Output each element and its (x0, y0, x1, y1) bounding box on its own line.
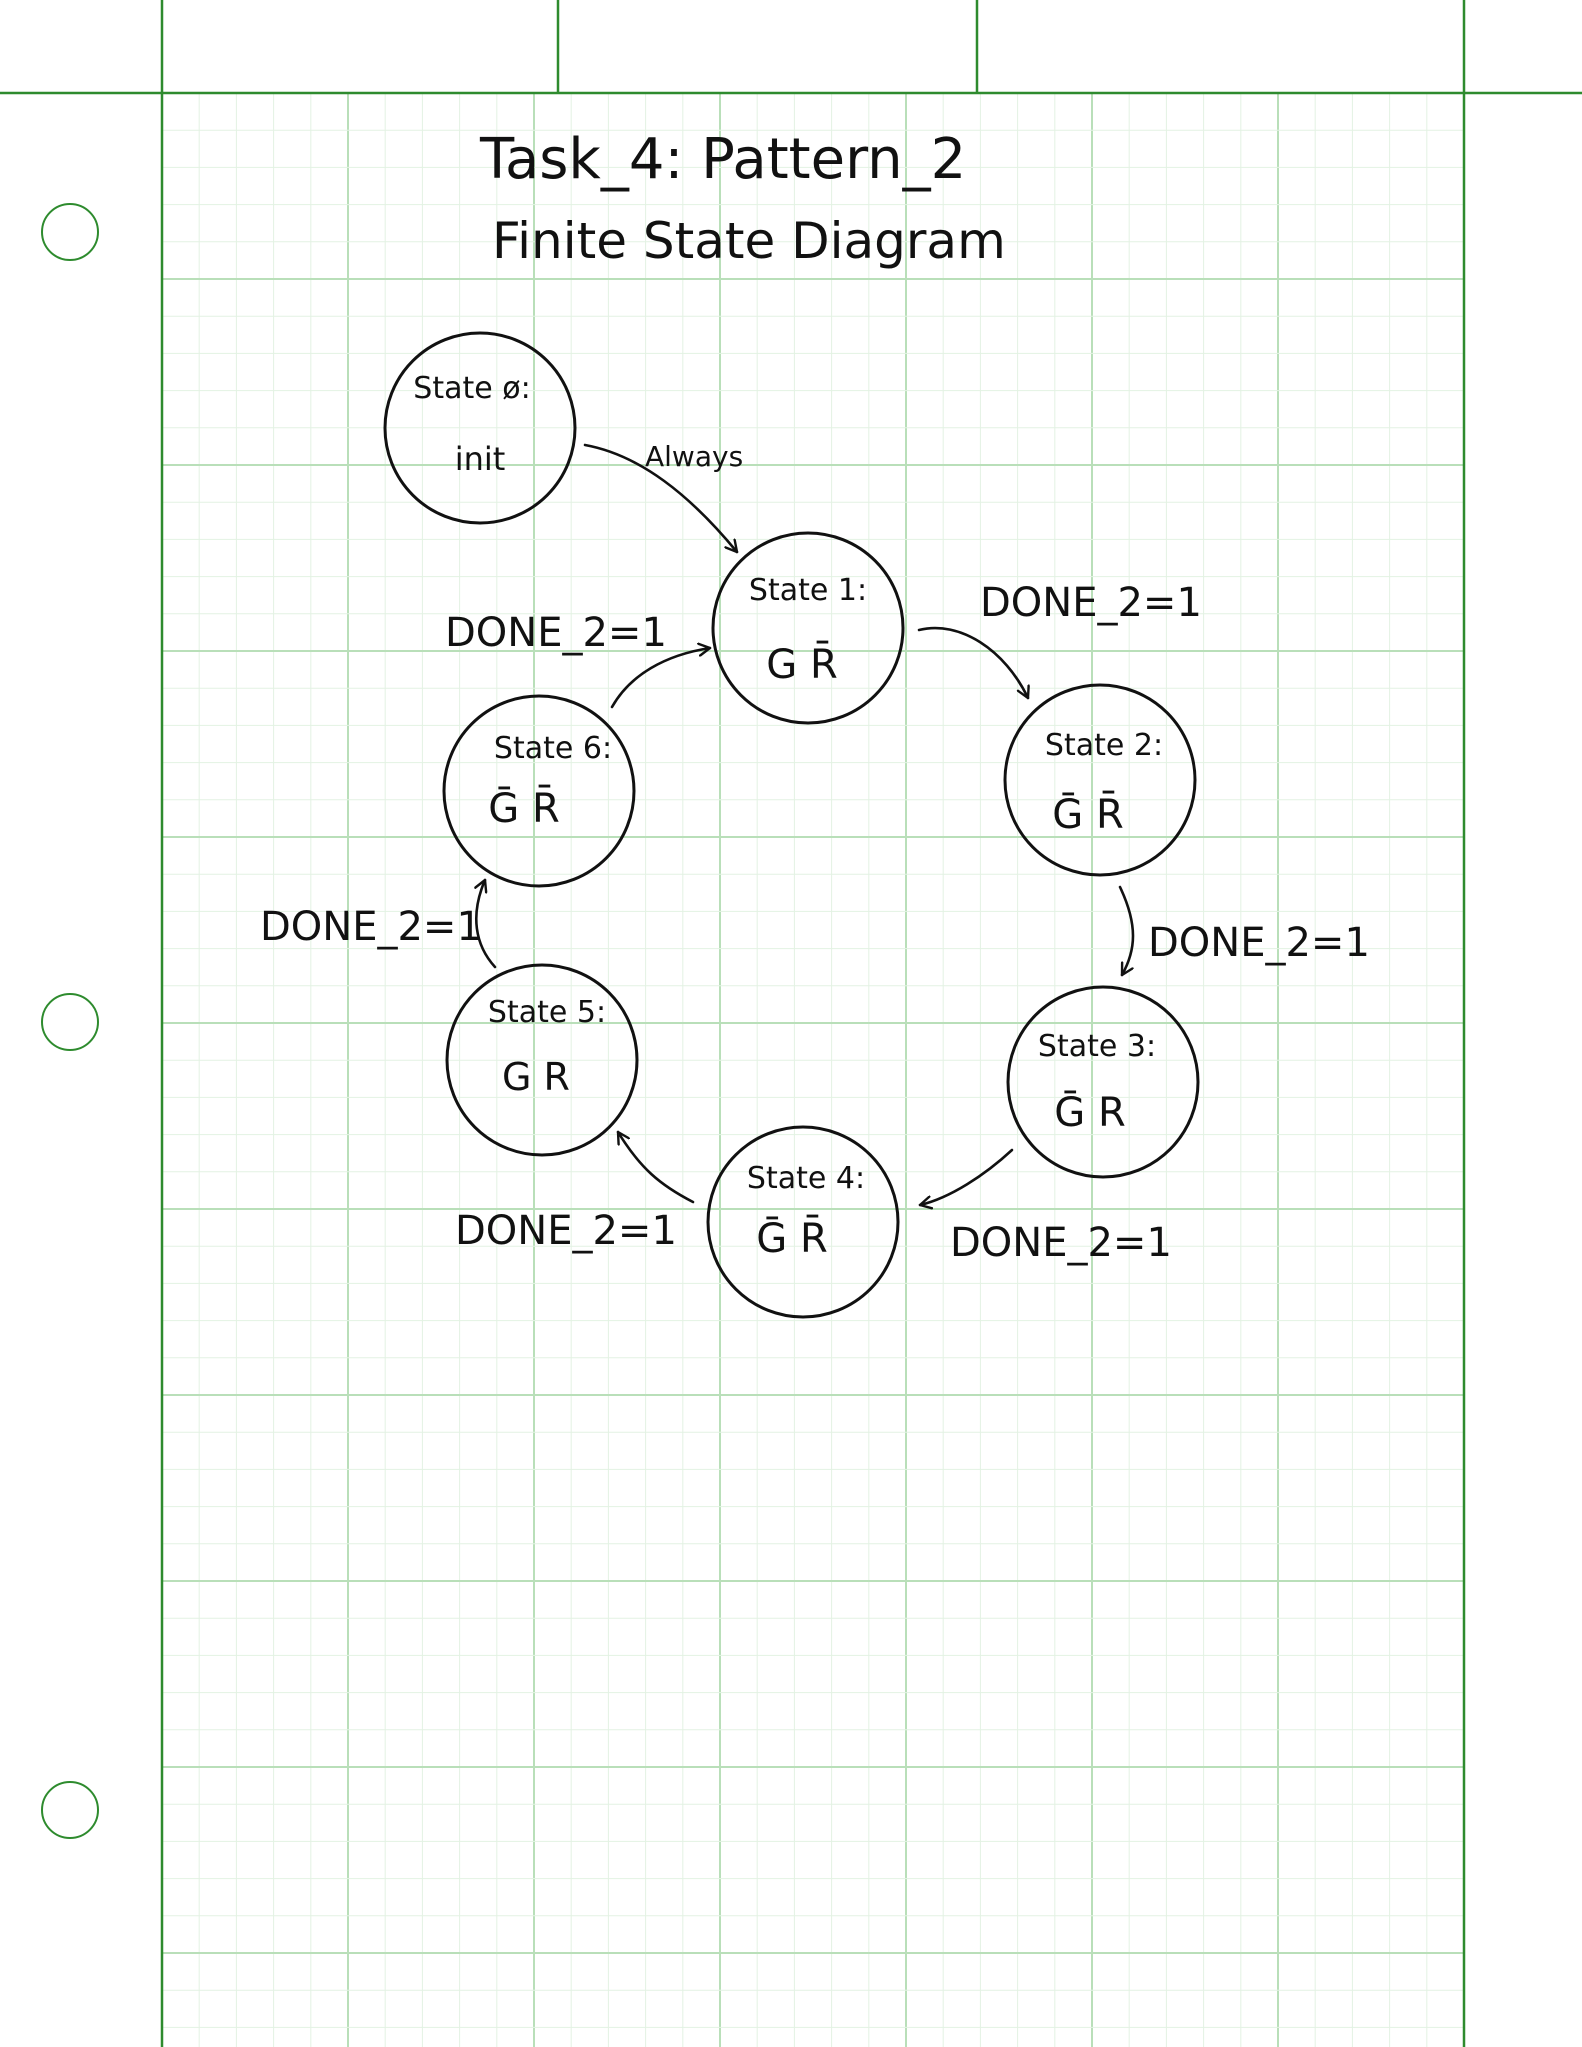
state-node-1: State 1: G R̄ (711, 531, 905, 725)
state-3-value: Ḡ R (1054, 1090, 1126, 1136)
state-1-name: State 1: (749, 573, 867, 608)
transition-arrow-s5-s6 (476, 878, 497, 969)
state-node-3: State 3: Ḡ R (1006, 985, 1200, 1179)
binder-hole-top (41, 203, 99, 261)
transition-labels: Always DONE_2=1 DONE_2=1 DONE_2=1 DONE_2… (260, 440, 1370, 1266)
state-1-circle (711, 531, 905, 725)
state-node-5: State 5: G R (445, 963, 639, 1157)
transition-label-s3-s4: DONE_2=1 (950, 1220, 1172, 1266)
title-line-1: Task_4: Pattern_2 (479, 127, 966, 192)
state-2-value: Ḡ R̄ (1052, 790, 1124, 838)
state-5-circle (445, 963, 639, 1157)
state-1-value: G R̄ (766, 640, 838, 688)
state-6-value: Ḡ R̄ (488, 784, 560, 832)
state-node-6: State 6: Ḡ R̄ (442, 694, 636, 888)
state-node-2: State 2: Ḡ R̄ (1003, 683, 1197, 877)
state-4-name: State 4: (747, 1161, 865, 1196)
state-2-circle (1003, 683, 1197, 877)
state-0-circle (383, 331, 577, 525)
state-5-name: State 5: (488, 995, 606, 1030)
transition-label-s5-s6: DONE_2=1 (260, 904, 482, 950)
state-3-name: State 3: (1038, 1029, 1156, 1064)
state-3-circle (1006, 985, 1200, 1179)
binder-hole-middle (41, 993, 99, 1051)
state-4-circle (706, 1125, 900, 1319)
transition-label-s6-s1: DONE_2=1 (445, 610, 667, 656)
transition-arrow-s0-s1 (583, 443, 739, 554)
transition-arrow-s1-s2 (917, 626, 1028, 700)
state-nodes: State ø: init State 1: G R̄ State 2: Ḡ … (383, 331, 1200, 1319)
binder-holes (41, 203, 99, 1839)
transition-arrow-s4-s5 (616, 1130, 695, 1204)
page-title: Task_4: Pattern_2 Finite State Diagram (479, 127, 1006, 270)
transition-label-s1-s2: DONE_2=1 (980, 580, 1202, 626)
state-2-name: State 2: (1045, 728, 1163, 763)
transition-label-s4-s5: DONE_2=1 (455, 1208, 677, 1254)
state-4-value: Ḡ R̄ (756, 1214, 828, 1262)
transition-arrow-s2-s3 (1118, 885, 1135, 977)
title-line-2: Finite State Diagram (492, 212, 1006, 270)
state-0-name: State ø: (413, 371, 530, 406)
transition-arrow-s6-s1 (610, 648, 712, 709)
transition-label-s0-s1: Always (645, 440, 743, 473)
transition-label-s2-s3: DONE_2=1 (1148, 920, 1370, 966)
state-5-value: G R (502, 1055, 570, 1099)
state-0-value: init (455, 440, 506, 478)
binder-hole-bottom (41, 1781, 99, 1839)
state-6-name: State 6: (494, 731, 612, 766)
state-6-circle (442, 694, 636, 888)
state-node-0: State ø: init (383, 331, 577, 525)
transition-arrows (476, 443, 1135, 1205)
state-node-4: State 4: Ḡ R̄ (706, 1125, 900, 1319)
transition-arrow-s3-s4 (918, 1148, 1014, 1205)
